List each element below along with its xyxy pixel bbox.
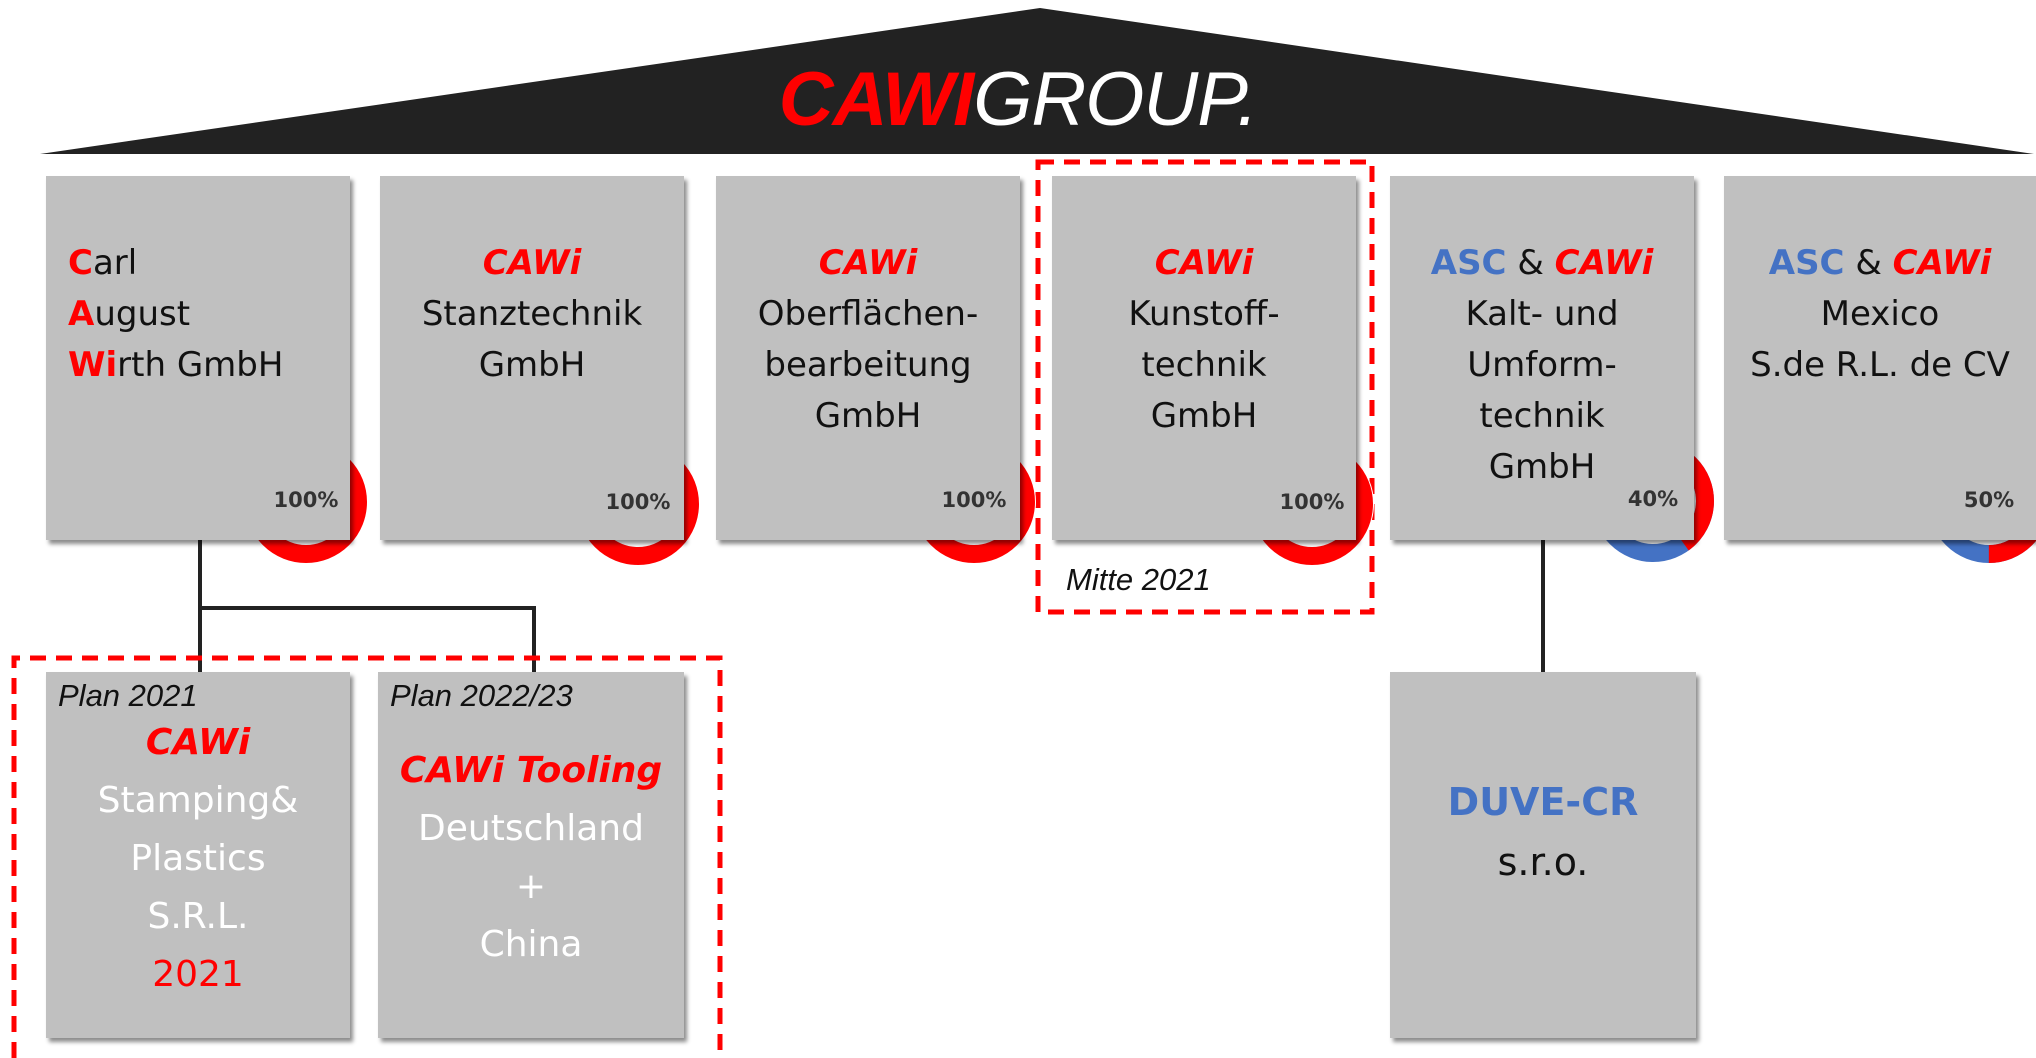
ownership-label-stanztechnik: 100% — [605, 490, 671, 514]
plan-2021-label: Plan 2021 — [58, 678, 198, 713]
group-title: CAWIGROUP. — [778, 57, 1258, 142]
dashed-frame-planned — [11, 655, 723, 1058]
company-box-kunstofftechnik: CAWi Kunstoff- technik GmbH — [1052, 176, 1356, 540]
company-box-stanztechnik: CAWi Stanztechnik GmbH — [380, 176, 684, 540]
dashed-frame-kunstoff — [1035, 159, 1375, 615]
company-box-asc-mexico: ASC & CAWi Mexico S.de R.L. de CV — [1724, 176, 2036, 540]
ownership-label-asc-kalt: 40% — [1627, 487, 1679, 511]
ownership-label-carl-august-wirth: 100% — [273, 488, 339, 512]
subsidiary-box-cawi-tooling: Plan 2022/23 CAWi Tooling Deutschland + … — [378, 672, 684, 1038]
company-box-oberflaechen: CAWi Oberflächen- bearbeitung GmbH — [716, 176, 1020, 540]
plan-2022-23-label: Plan 2022/23 — [390, 678, 573, 713]
note-mitte-2021: Mitte 2021 — [1066, 562, 1211, 597]
company-box-carl-august-wirth: Carl August Wirth GmbH — [46, 176, 350, 540]
subsidiary-box-duve-cr: DUVE-CR s.r.o. — [1390, 672, 1696, 1038]
ownership-label-oberflaechen: 100% — [941, 488, 1007, 512]
roof-shape — [40, 8, 2034, 154]
ownership-label-asc-mexico: 50% — [1963, 488, 2015, 512]
company-box-asc-kalt-umformtechnik: ASC & CAWi Kalt- und Umform- technik Gmb… — [1390, 176, 1694, 540]
connector-caw-subs — [198, 540, 536, 672]
ownership-label-kunstofftechnik: 100% — [1279, 490, 1345, 514]
subsidiary-box-stamping-plastics: Plan 2021 CAWi Stamping& Plastics S.R.L.… — [46, 672, 350, 1038]
